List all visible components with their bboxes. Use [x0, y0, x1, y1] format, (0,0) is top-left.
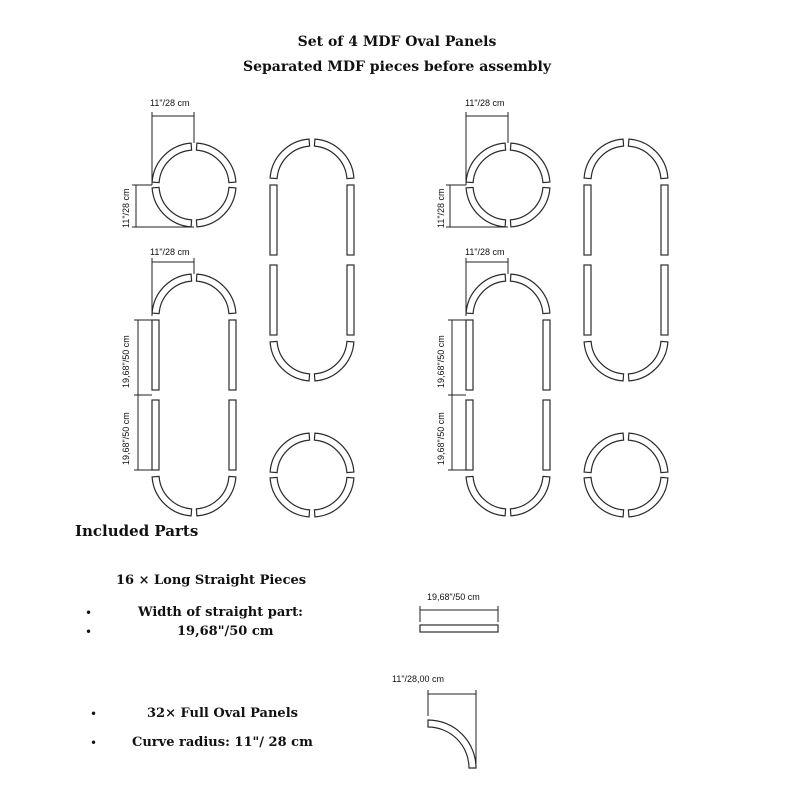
curved-piece — [269, 432, 311, 474]
curved-piece — [195, 142, 237, 184]
curved-piece — [583, 340, 625, 382]
curved-piece — [465, 475, 507, 517]
curved-piece — [509, 186, 551, 228]
straight-piece — [228, 399, 237, 471]
curve-part-label: 11"/28,00 cm — [392, 674, 444, 684]
curved-piece — [509, 475, 551, 517]
curved-piece — [151, 186, 193, 228]
oval-segment-label-lower: 19,68"/50 cm — [121, 412, 131, 465]
straight-piece — [583, 264, 592, 336]
pieces-layer — [151, 138, 669, 769]
curved-piece — [583, 138, 625, 180]
circle-height-label: 11"/28 cm — [121, 188, 131, 228]
curved-piece — [313, 138, 355, 180]
circle-width-label-right: 11"/28 cm — [465, 98, 505, 108]
straight-piece — [542, 399, 551, 471]
curved-piece — [627, 138, 669, 180]
curve-radius-text: Curve radius: 11"/ 28 cm — [132, 735, 313, 750]
straight-piece — [465, 399, 474, 471]
curved-piece — [509, 273, 551, 315]
oval-width-label-right: 11"/28 cm — [465, 247, 505, 257]
curved-piece — [627, 432, 669, 474]
curved-piece — [151, 475, 193, 517]
straight-piece — [269, 264, 278, 336]
straight-piece — [151, 399, 160, 471]
curved-piece — [465, 142, 507, 184]
circle-width-label: 11"/28 cm — [150, 98, 190, 108]
oval-segment-label-upper: 19,68"/50 cm — [121, 335, 131, 388]
curved-piece — [465, 273, 507, 315]
curved-piece — [195, 475, 237, 517]
dimension-labels-layer: 11"/28 cm 11"/28 cm 11"/28 cm 19,68"/50 … — [121, 98, 505, 684]
curved-piece — [627, 340, 669, 382]
straight-piece — [542, 319, 551, 391]
oval-segment-label-upper-right: 19,68"/50 cm — [436, 335, 446, 388]
curved-piece — [465, 186, 507, 228]
circle-height-label-right: 11"/28 cm — [436, 188, 446, 228]
curved-piece — [313, 476, 355, 518]
straight-pieces-title: 16 × Long Straight Pieces — [116, 573, 307, 588]
curved-piece — [269, 476, 311, 518]
straight-piece — [660, 184, 669, 256]
bullet-marker: • — [85, 625, 93, 639]
oval-panels-count: 32× Full Oval Panels — [147, 706, 298, 721]
included-parts-heading: Included Parts — [75, 522, 199, 540]
page-subtitle: Separated MDF pieces before assembly — [242, 59, 552, 75]
curved-piece — [195, 186, 237, 228]
straight-width-label: Width of straight part: — [138, 605, 303, 620]
curved-piece — [269, 340, 311, 382]
straight-piece — [346, 184, 355, 256]
straight-width-value: 19,68"/50 cm — [177, 624, 274, 639]
curved-piece — [583, 476, 625, 518]
curved-piece — [627, 476, 669, 518]
straight-piece — [228, 319, 237, 391]
straight-piece — [269, 184, 278, 256]
straight-piece-sample — [419, 624, 499, 633]
curved-piece — [151, 142, 193, 184]
curved-piece — [151, 273, 193, 315]
straight-piece — [346, 264, 355, 336]
straight-part-label: 19,68"/50 cm — [427, 592, 480, 602]
curved-piece — [583, 432, 625, 474]
straight-piece — [660, 264, 669, 336]
bullet-marker: • — [90, 736, 98, 750]
curved-piece-sample — [427, 719, 477, 769]
page-title: Set of 4 MDF Oval Panels — [297, 34, 497, 50]
oval-segment-label-lower-right: 19,68"/50 cm — [436, 412, 446, 465]
bullet-marker: • — [85, 606, 93, 620]
curved-piece — [509, 142, 551, 184]
curved-piece — [313, 432, 355, 474]
curved-piece — [195, 273, 237, 315]
oval-width-label: 11"/28 cm — [150, 247, 190, 257]
bullet-marker: • — [90, 707, 98, 721]
dimension-lines-layer — [132, 112, 509, 764]
straight-piece — [151, 319, 160, 391]
straight-piece — [583, 184, 592, 256]
curved-piece — [269, 138, 311, 180]
straight-piece — [465, 319, 474, 391]
curved-piece — [313, 340, 355, 382]
